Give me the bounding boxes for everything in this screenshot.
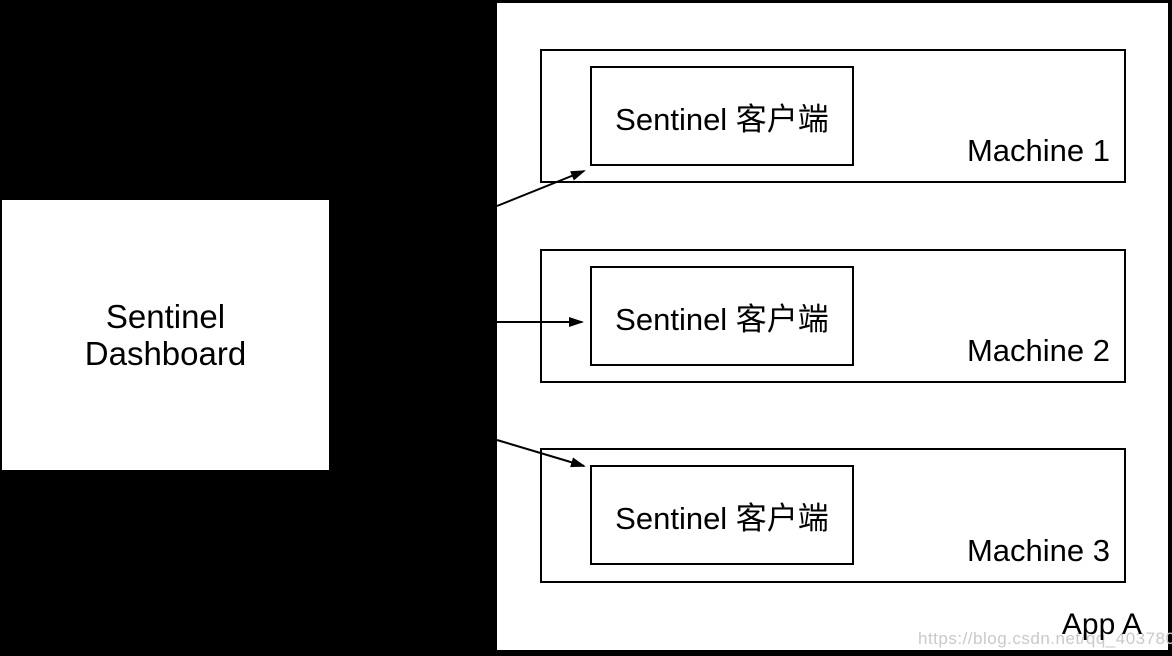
machine-2-label: Machine 2 [966, 333, 1110, 368]
sentinel-dashboard-node: Sentinel Dashboard [2, 200, 329, 470]
machine-2-node: Sentinel 客户端 Machine 2 [540, 249, 1126, 383]
machine-3-sentinel-client-node: Sentinel 客户端 [590, 465, 854, 565]
machine-1-node: Sentinel 客户端 Machine 1 [540, 49, 1126, 183]
machine-1-client-label: Sentinel 客户端 [615, 101, 829, 137]
app-a-label: App A [1061, 608, 1142, 641]
machine-1-sentinel-client-node: Sentinel 客户端 [590, 66, 854, 166]
machine-3-client-label: Sentinel 客户端 [615, 500, 829, 536]
watermark-url: https://blog.csdn.net/qq_40378034 [918, 629, 1172, 648]
dashboard-label-line1: Sentinel [105, 298, 226, 335]
machine-3-node: Sentinel 客户端 Machine 3 [540, 448, 1126, 583]
machine-2-sentinel-client-node: Sentinel 客户端 [590, 266, 854, 366]
dashboard-label-line2: Dashboard [84, 335, 247, 372]
machine-1-label: Machine 1 [966, 133, 1110, 168]
machine-2-client-label: Sentinel 客户端 [615, 301, 829, 337]
machine-3-label: Machine 3 [966, 533, 1110, 568]
